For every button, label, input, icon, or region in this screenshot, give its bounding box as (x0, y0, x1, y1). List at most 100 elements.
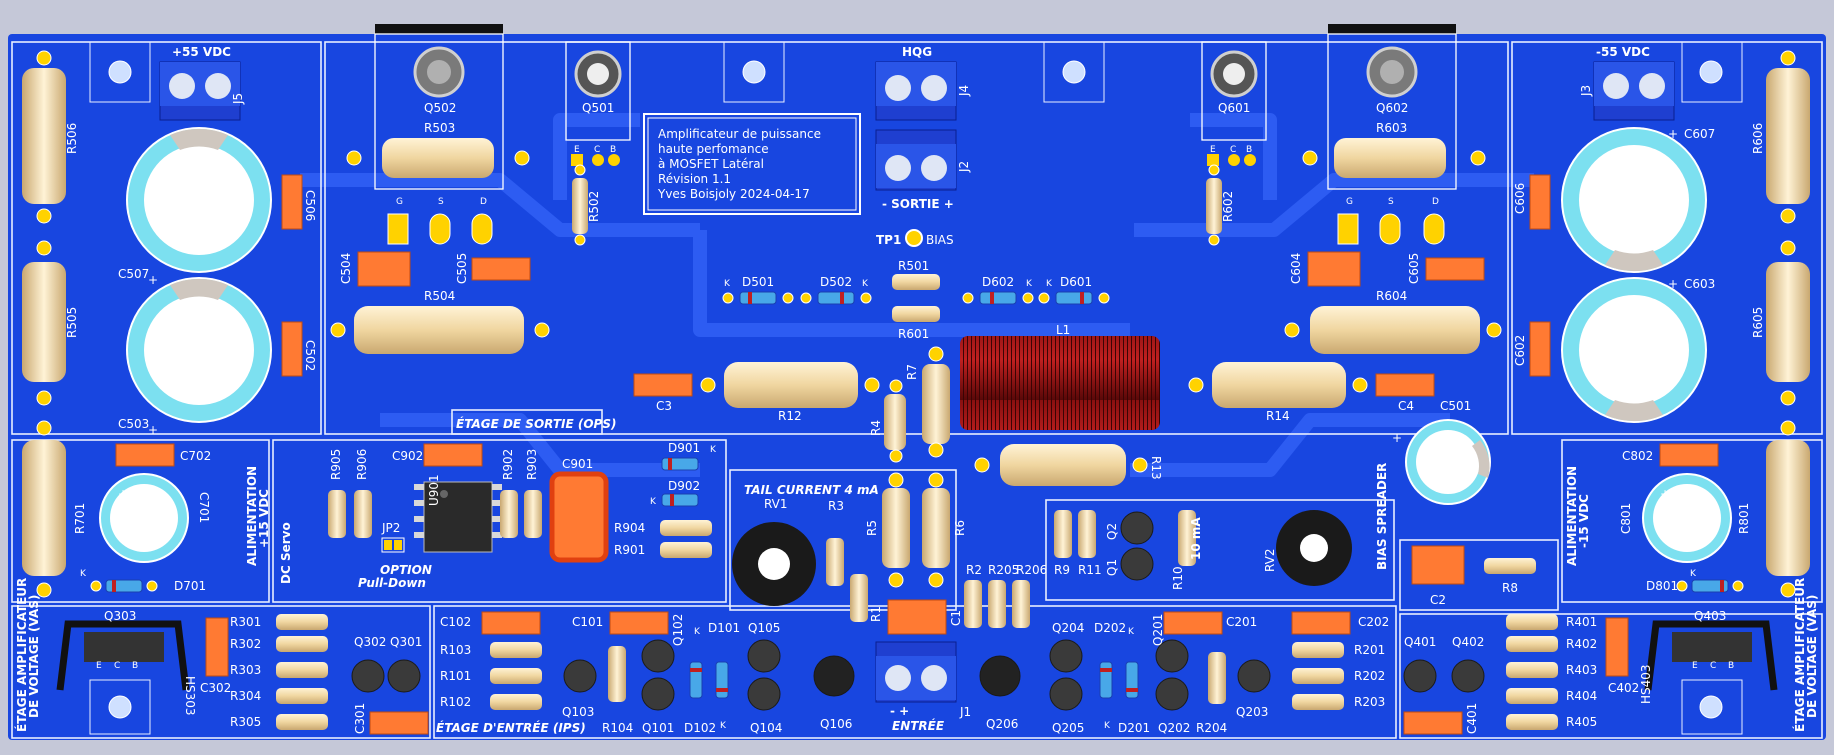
ref-r12: R12 (778, 409, 802, 423)
pin-e-q601: E (1210, 145, 1216, 155)
ref-j4: J4 (957, 85, 971, 97)
tp1-pad[interactable] (905, 229, 923, 247)
label-alim-pos-1: ALIMENTATION (245, 466, 259, 566)
pin-e-q403: E (1692, 661, 1698, 671)
ref-d202: D202 (1094, 621, 1126, 635)
pin-s-q602: S (1388, 197, 1394, 207)
ref-r104: R104 (602, 721, 633, 735)
pin-b-q501: B (610, 145, 616, 155)
pin-e-q303: E (96, 661, 102, 671)
ref-r401: R401 (1566, 615, 1597, 629)
pin-k-d701: K (80, 569, 87, 579)
ref-c603: C603 (1684, 277, 1715, 291)
label-ips: ÉTAGE D'ENTRÉE (IPS) (436, 720, 586, 735)
pin-g-q602: G (1346, 197, 1353, 207)
pin-k-d902: K (650, 497, 657, 507)
ref-r7: R7 (905, 364, 919, 380)
ref-r505: R505 (65, 307, 79, 338)
title-line-5: Yves Boisjoly 2024-04-17 (657, 187, 810, 201)
pin-b-q303: B (132, 661, 138, 671)
pin-k-d502: K (862, 279, 869, 289)
ref-j2: J2 (957, 161, 971, 173)
transistor-q501 (565, 41, 631, 166)
pin-c-q501: C (594, 145, 600, 155)
pin-k-d801: K (1690, 569, 1697, 579)
label-alim-neg-1: ALIMENTATION (1565, 466, 1579, 566)
ref-r405: R405 (1566, 715, 1597, 729)
pin-c-q601: C (1230, 145, 1236, 155)
small-resistor-banks (276, 274, 1558, 730)
ref-jp2: JP2 (381, 521, 400, 535)
ref-c3: C3 (656, 399, 672, 413)
capacitor-c901-body (549, 471, 609, 563)
ref-r402: R402 (1566, 637, 1597, 651)
pin-k-d901: K (710, 445, 717, 455)
ref-r404: R404 (1566, 689, 1597, 703)
ref-c606: C606 (1513, 183, 1527, 214)
mounting-holes (89, 41, 1743, 735)
ref-q103: Q103 (562, 705, 594, 719)
pin-k-d102: K (720, 721, 727, 731)
ref-r601: R601 (898, 327, 929, 341)
title-line-3: à MOSFET Latéral (658, 157, 764, 171)
pin-c-q403: C (1710, 661, 1716, 671)
ref-r4: R4 (869, 420, 883, 436)
small-resistors (328, 490, 1226, 704)
ref-q205: Q205 (1052, 721, 1084, 735)
ic-u901 (414, 481, 502, 553)
ref-d101: D101 (708, 621, 740, 635)
tht-pads (36, 50, 1796, 598)
ref-d902: D902 (668, 479, 700, 493)
ref-r403: R403 (1566, 663, 1597, 677)
pin-d-q602: D (1432, 197, 1439, 207)
pin-k-d202: K (1128, 627, 1135, 637)
pin-s-q502: S (438, 197, 444, 207)
ref-r205: R205 (988, 563, 1019, 577)
ref-rv2: RV2 (1263, 548, 1277, 572)
ref-r503: R503 (424, 121, 455, 135)
pin-k-d601: K (1046, 279, 1053, 289)
ref-r103: R103 (440, 643, 471, 657)
pin-k-d501: K (724, 279, 731, 289)
ref-q602: Q602 (1376, 101, 1408, 115)
ref-q1: Q1 (1105, 559, 1119, 576)
ref-j3: J3 (1579, 85, 1593, 97)
ref-d201: D201 (1118, 721, 1150, 735)
ref-q303: Q303 (104, 609, 136, 623)
ref-r904: R904 (614, 521, 645, 535)
pin-b-q403: B (1728, 661, 1734, 671)
ref-q501: Q501 (582, 101, 614, 115)
ref-c506: C506 (303, 190, 317, 221)
ref-d102: D102 (684, 721, 716, 735)
ref-hs403: HS403 (1639, 664, 1653, 704)
label-vas-left-2: DE VOLTAGE (VAS) (27, 595, 41, 718)
ref-q502: Q502 (424, 101, 456, 115)
ref-q403: Q403 (1694, 609, 1726, 623)
pin-k-d602: K (1026, 279, 1033, 289)
ref-d701: D701 (174, 579, 206, 593)
ref-d601: D601 (1060, 275, 1092, 289)
ref-q104: Q104 (750, 721, 782, 735)
ref-r501: R501 (898, 259, 929, 273)
heatsink-tabs (375, 24, 1456, 34)
ref-q102: Q102 (671, 614, 685, 646)
ref-r304: R304 (230, 689, 261, 703)
ref-c301: C301 (353, 703, 367, 734)
ref-r603: R603 (1376, 121, 1407, 135)
ref-r605: R605 (1751, 307, 1765, 338)
ref-r9: R9 (1054, 563, 1070, 577)
ref-c502: C502 (303, 340, 317, 371)
label-power-pos: +55 VDC (172, 45, 231, 59)
ref-r202: R202 (1354, 669, 1385, 683)
label-option: OPTION (380, 563, 432, 577)
ref-r301: R301 (230, 615, 261, 629)
ref-r504: R504 (424, 289, 455, 303)
ref-c501: C501 (1440, 399, 1471, 413)
ref-d602: D602 (982, 275, 1014, 289)
jumper-jp2[interactable] (381, 537, 405, 553)
ref-j1: J1 (959, 705, 971, 719)
gate-source-drain-pads (387, 213, 1445, 245)
ref-r902: R902 (501, 449, 515, 480)
ref-r901: R901 (614, 543, 645, 557)
